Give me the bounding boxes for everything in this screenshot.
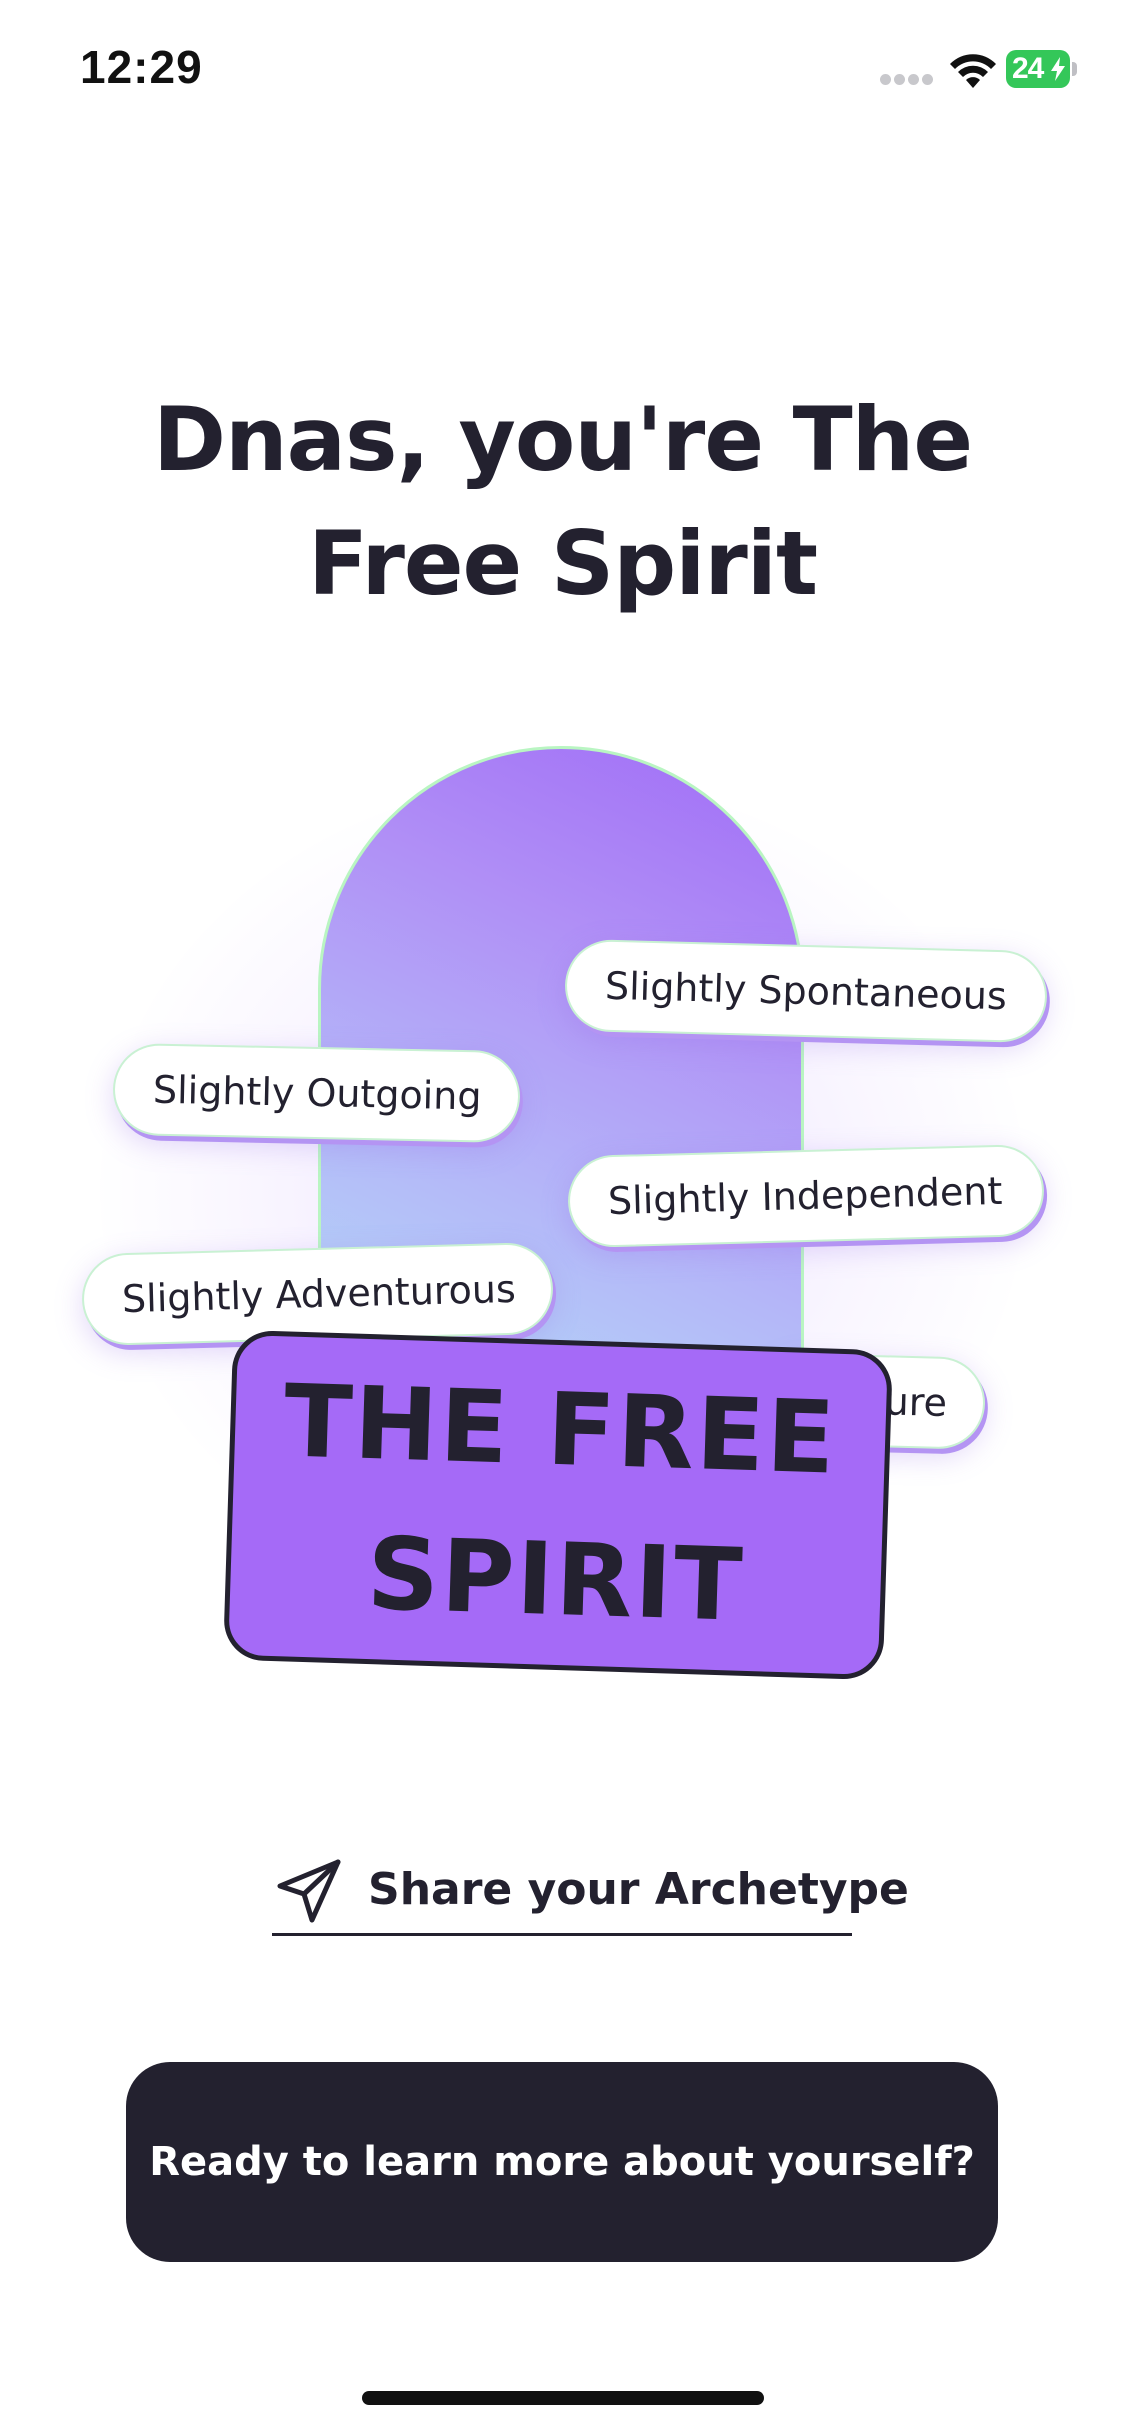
learn-more-button[interactable]: Ready to learn more about yourself? [126, 2062, 998, 2262]
wifi-icon [950, 54, 996, 88]
page-title-line-1: Dnas, you're The [152, 388, 973, 491]
cellular-signal-icon [880, 70, 936, 85]
status-bar: 12:29 24 [0, 0, 1125, 140]
archetype-name: THE FREE SPIRIT [243, 1345, 872, 1664]
page-title-line-2: Free Spirit [307, 512, 818, 615]
share-archetype-link[interactable]: Share your Archetype [272, 1846, 909, 1936]
battery-icon: 24 [1006, 50, 1078, 88]
trait-chip-outgoing: Slightly Outgoing [112, 1042, 521, 1144]
charging-bolt-icon [1051, 57, 1065, 81]
archetype-name-line-2: SPIRIT [365, 1515, 746, 1644]
trait-chip-spontaneous: Slightly Spontaneous [563, 938, 1049, 1044]
archetype-card: THE FREE SPIRIT [222, 1329, 894, 1681]
archetype-illustration: Slightly Spontaneous Slightly Outgoing S… [0, 700, 1125, 1720]
trait-chip-adventurous: Slightly Adventurous [80, 1241, 555, 1347]
page-title: Dnas, you're The Free Spirit [0, 378, 1125, 626]
archetype-name-line-1: THE FREE [282, 1362, 839, 1497]
trait-chip-independent: Slightly Independent [566, 1143, 1046, 1249]
status-time: 12:29 [80, 41, 203, 93]
home-indicator[interactable] [362, 2391, 764, 2405]
battery-level: 24 [1012, 52, 1044, 85]
paper-plane-icon [277, 1859, 341, 1923]
share-archetype-label: Share your Archetype [368, 1864, 909, 1915]
battery-tip [1072, 62, 1077, 76]
